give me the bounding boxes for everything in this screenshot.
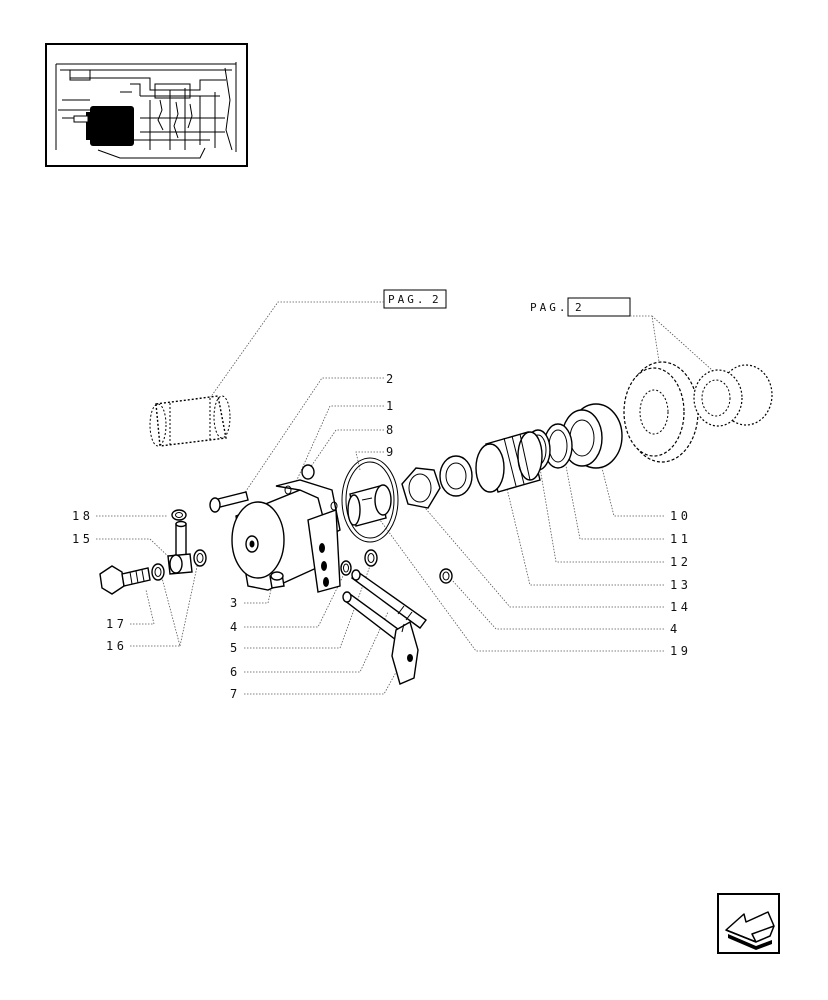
pump-housing-1 [231,479,341,593]
callout-4-left[interactable]: 4 [230,620,241,634]
bearing-10 [561,403,623,469]
callout-9[interactable]: 9 [386,445,397,459]
washer-18 [171,509,187,521]
circlip-9 [341,457,399,543]
washer-16a [151,563,165,581]
callout-4-right[interactable]: 4 [670,622,681,636]
spool-6 [342,591,403,641]
callout-16[interactable]: 16 [106,639,127,653]
thumbnail-drawing [55,62,237,159]
callout-2[interactable]: 2 [386,372,397,386]
shaft-19 [347,484,392,527]
callout-labels: 2 1 8 9 18 15 17 16 3 4 5 6 7 10 11 12 1… [72,372,691,701]
splined-hub-13 [475,431,543,493]
callout-1[interactable]: 1 [386,399,397,413]
o-ring-4b [439,568,453,584]
bolt-2 [209,491,249,513]
pin-3 [269,571,285,589]
washer-14 [439,455,473,497]
callout-18[interactable]: 18 [72,509,93,523]
plug-8 [301,464,315,480]
callout-5[interactable]: 5 [230,641,241,655]
callout-7[interactable]: 7 [230,687,241,701]
banjo-fitting-15 [167,520,193,575]
gear-part [623,361,699,463]
callout-8[interactable]: 8 [386,423,397,437]
callout-15[interactable]: 15 [72,532,93,546]
callout-13[interactable]: 13 [670,578,691,592]
page-ref-left[interactable]: PAG. 2 [383,289,447,309]
o-ring-5 [364,549,378,567]
spool-5 [350,569,427,629]
outer-bearing-part [693,364,773,427]
callout-6[interactable]: 6 [230,665,241,679]
page-ref-left-word: PAG. [388,293,427,306]
callout-10[interactable]: 10 [670,509,691,523]
nut [401,467,441,509]
page-ref-right-word: PAG. [530,301,569,314]
leader-lines [96,301,713,695]
highlighted-component [90,106,134,146]
sleeve-part [149,395,231,447]
page-ref-right-number: 2 [575,301,585,314]
banjo-bolt-17 [99,565,151,595]
back-nav-button[interactable] [717,893,780,954]
washer-16b [193,549,207,567]
callout-3[interactable]: 3 [230,596,241,610]
back-arrow-icon [725,911,775,950]
location-thumbnail [45,43,248,167]
callout-19[interactable]: 19 [670,644,691,658]
o-ring-4a [340,560,352,576]
page-ref-left-number: 2 [432,293,442,306]
callout-14[interactable]: 14 [670,600,691,614]
callout-17[interactable]: 17 [106,617,127,631]
callout-11[interactable]: 11 [670,532,691,546]
page-ref-right[interactable]: PAG. 2 [530,297,631,317]
bracket-7 [391,620,419,685]
callout-12[interactable]: 12 [670,555,691,569]
